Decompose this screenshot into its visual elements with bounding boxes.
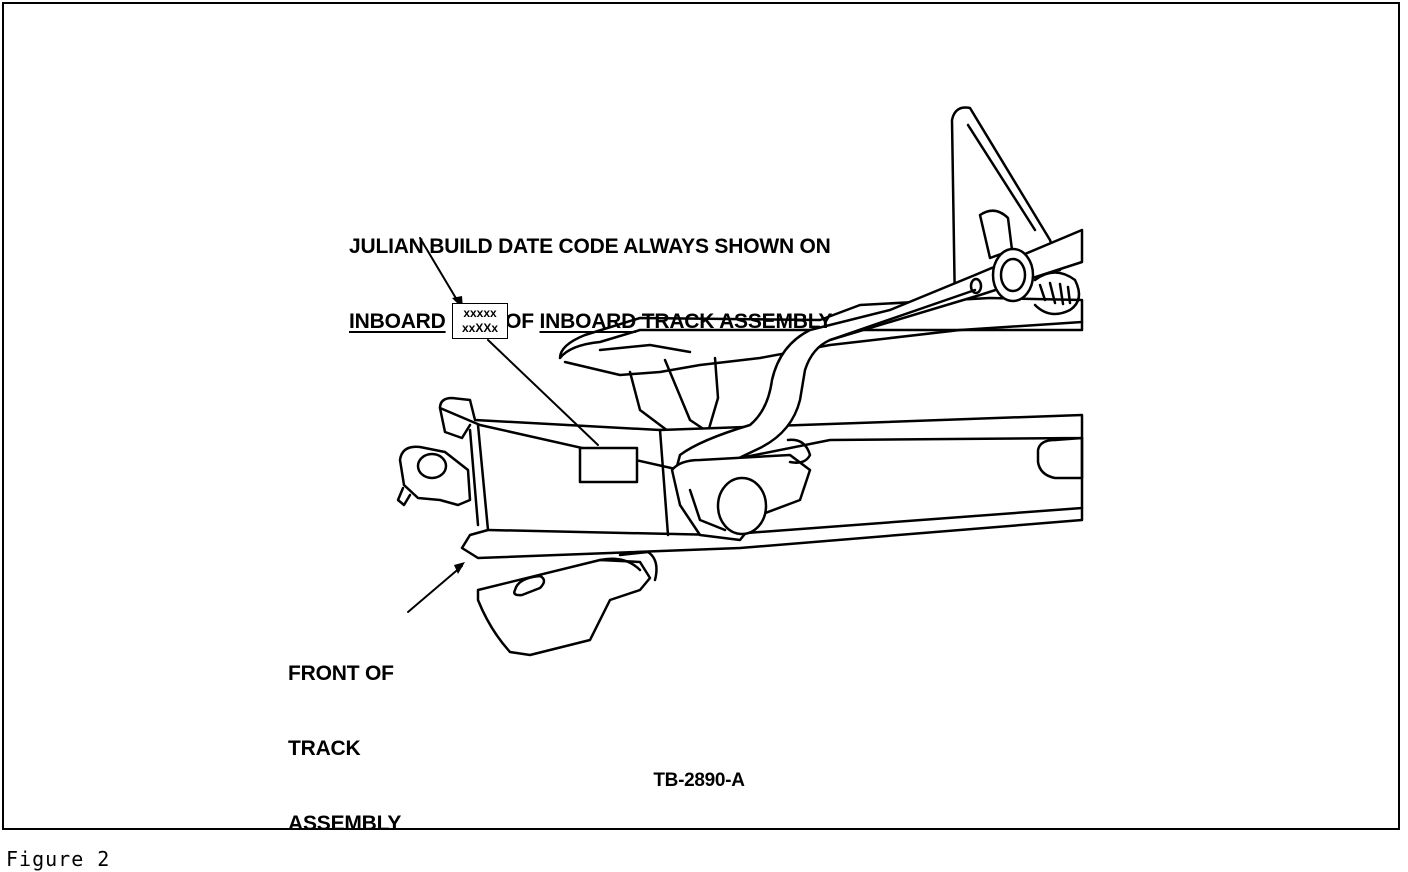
leader-lines — [407, 237, 599, 613]
date-code-line2: xxXXx — [461, 321, 499, 335]
front-callout-line2: TRACK — [288, 737, 361, 760]
release-bar — [674, 228, 1084, 480]
date-code-label: xxxxx xxXXx — [452, 303, 508, 339]
date-code-line1: xxxxx — [463, 306, 497, 320]
front-callout-line3: ASSEMBLY — [288, 812, 402, 835]
inboard-emphasis-1: INBOARD — [349, 310, 446, 333]
inboard-emphasis-2: INBOARD — [539, 310, 637, 333]
front-tab — [396, 445, 472, 507]
build-date-callout-line2: INBOARD SIDE OF INBOARD TRACK ASSEMBLY — [349, 309, 832, 334]
date-code-location — [578, 446, 639, 484]
build-date-callout-text: TRACK ASSEMBLY — [636, 310, 833, 333]
pivot-block — [670, 438, 812, 542]
mounting-foot — [476, 550, 658, 657]
build-date-callout-line1: JULIAN BUILD DATE CODE ALWAYS SHOWN ON — [349, 235, 831, 258]
leader-arrowhead — [454, 562, 465, 574]
front-callout: FRONT OF TRACK ASSEMBLY — [288, 611, 401, 861]
front-callout-line1: FRONT OF — [288, 662, 394, 685]
figure-id: TB-2890-A — [653, 770, 745, 791]
figure-frame — [2, 2, 1400, 830]
build-date-callout: JULIAN BUILD DATE CODE ALWAYS SHOWN ON I… — [349, 184, 832, 359]
figure-caption: Figure 2 — [6, 847, 111, 871]
